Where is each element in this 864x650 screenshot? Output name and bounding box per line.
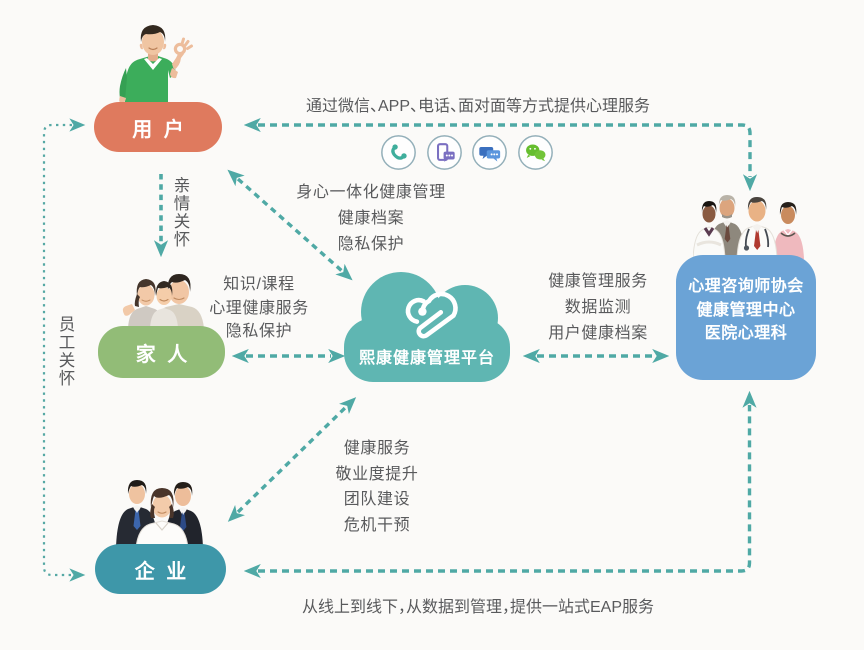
label-employee-care: 员工关怀 [58,316,76,388]
connector-user-providers [243,117,758,192]
label-top-channels: 通过微信、APP、电话、面对面等方式提供心理服务 [305,98,651,115]
platform-label: 熙康健康管理平台 [358,350,496,367]
label-platform-providers: 健康管理服务 数据监测 用户健康档案 [548,269,648,346]
node-providers[interactable]: 心理咨询师协会 健康管理中心 医院心理科 [676,255,816,380]
platform-logo-heart [405,291,458,339]
annotation-line: 健康管理服务 [548,273,648,290]
annotation-line: 危机干预 [343,516,411,534]
label-user-platform: 身心一体化健康管理 健康档案 隐私保护 [296,180,445,257]
chat-bubbles-icon [472,135,508,170]
annotation-line: 心理健康服务 [209,299,309,317]
connector-user-platform [227,169,353,281]
provider-line-center: 健康管理中心 [696,301,796,319]
label-bottom-service: 从线上到线下，从数据到管理，提供一站式EAP服务 [301,599,655,616]
annotation-line: 隐私保护 [225,323,293,341]
annotation-line: 数据监测 [564,298,632,316]
wechat-icon [518,135,553,170]
provider-line-hospital: 医院心理科 [704,325,788,342]
label-enterprise-platform: 健康服务 敬业度提升 团队建设 危机干预 [335,436,418,538]
label-family-care: 亲情关怀 [173,177,191,249]
channel-icons [380,134,554,171]
node-user[interactable]: 用 户 [94,102,222,152]
annotation-line: 身心一体化健康管理 [296,184,446,201]
label-family-platform: 知识/课程 心理健康服务 隐私保护 [209,273,309,344]
connector-enterprise-user [42,118,86,582]
user-photo [119,25,193,104]
node-family[interactable]: 家 人 [98,326,225,378]
annotation-line: 用户健康档案 [548,324,648,342]
annotation-line: 隐私保护 [337,235,405,253]
platform-cloud [344,272,510,382]
annotation-line: 团队建设 [343,491,411,508]
providers-photo [693,195,804,259]
annotation-line: 健康服务 [343,440,411,457]
enterprise-photo [116,480,203,548]
provider-line-association: 心理咨询师协会 [688,278,804,295]
family-photo [122,274,204,328]
node-enterprise[interactable]: 企 业 [95,544,226,594]
connector-enterprise-platform [227,397,357,522]
annotation-line: 敬业度提升 [335,465,419,483]
mobile-message-icon [426,135,462,170]
annotation-line: 健康档案 [337,209,405,227]
phone-icon [381,135,416,170]
annotation-line: 知识/课程 [223,276,295,293]
connector-enterprise-providers [243,390,757,579]
